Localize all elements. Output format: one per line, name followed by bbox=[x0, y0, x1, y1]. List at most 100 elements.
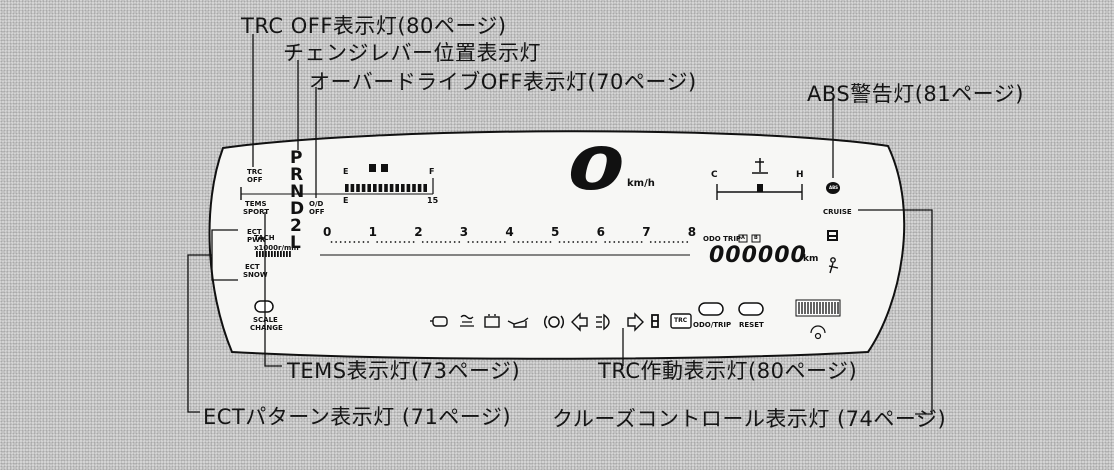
tach-tick bbox=[399, 241, 401, 243]
tach-tick bbox=[549, 241, 552, 243]
callout-trc-active: TRC作動表示灯(80ページ) bbox=[598, 359, 858, 383]
temp-h: H bbox=[796, 170, 804, 180]
tach-number: 5 bbox=[551, 225, 560, 239]
tach-tick bbox=[654, 241, 657, 243]
fuel-bar-segment bbox=[356, 184, 360, 192]
tach-tick bbox=[426, 241, 429, 243]
tach-bar-segment bbox=[277, 251, 279, 257]
battery-icon bbox=[484, 314, 500, 328]
callout-abs-warning: ABS警告灯(81ページ) bbox=[807, 82, 1024, 106]
tach-bar-segment bbox=[256, 251, 258, 257]
odo-box-b bbox=[751, 234, 761, 243]
engine-check-icon bbox=[430, 316, 448, 327]
oil-pressure-icon bbox=[507, 317, 529, 328]
leader-tems bbox=[264, 212, 282, 367]
tach-tick bbox=[435, 241, 438, 243]
tach-tick bbox=[595, 241, 597, 243]
fuel-pump-icon bbox=[369, 164, 376, 172]
tach-tick bbox=[430, 241, 433, 243]
tach-tick bbox=[348, 241, 351, 243]
odo-label: ODO TRIP bbox=[703, 235, 742, 243]
cruise-label: CRUISE bbox=[823, 208, 852, 216]
temp-needle bbox=[757, 184, 763, 192]
trc-indicator-label: TRC bbox=[674, 317, 688, 324]
reset-button-label: RESET bbox=[739, 321, 764, 329]
speed-unit: km/h bbox=[627, 178, 655, 189]
tach-bar-segment bbox=[289, 251, 291, 257]
tach-tick bbox=[608, 241, 611, 243]
tach-tick bbox=[444, 241, 447, 243]
tach-number: 4 bbox=[505, 225, 514, 239]
tach-tick bbox=[421, 241, 424, 243]
tach-tick bbox=[572, 241, 575, 243]
odo-box-a bbox=[738, 234, 748, 243]
reset-button bbox=[738, 302, 764, 316]
tach-tick bbox=[458, 241, 461, 243]
fuel-bar-segment bbox=[406, 184, 411, 192]
tach-tick bbox=[367, 241, 369, 243]
tach-tick bbox=[472, 241, 474, 243]
fuel-bar-segment bbox=[361, 184, 366, 192]
speed-digit: 0 bbox=[568, 135, 625, 203]
tach-tick bbox=[567, 241, 570, 243]
thumbwheel-ribs bbox=[798, 302, 839, 314]
fuel-pump-icon-2 bbox=[381, 164, 388, 172]
tach-tick bbox=[330, 241, 333, 243]
tach-tick bbox=[389, 241, 392, 243]
fuel-bar-segment bbox=[412, 184, 416, 192]
trc-indicator-box bbox=[670, 313, 692, 329]
scale-change-label-1: SCALE bbox=[253, 316, 278, 324]
scale-change-button bbox=[254, 300, 274, 313]
fuel-bar-segment bbox=[345, 184, 349, 192]
tach-bar-segment bbox=[274, 251, 276, 257]
tach-bar-segment bbox=[259, 251, 261, 257]
fuel-fifteen: 15 bbox=[427, 196, 439, 205]
person-icon bbox=[828, 257, 839, 274]
tach-number: 6 bbox=[596, 225, 605, 239]
fuel-e-top: E bbox=[343, 167, 349, 176]
panel-od-off-label: OFF bbox=[309, 208, 325, 216]
gear-l: L bbox=[290, 233, 301, 253]
tach-tick bbox=[476, 241, 479, 243]
tach-tick bbox=[668, 241, 670, 243]
tach-tick bbox=[449, 241, 452, 243]
tach-tick bbox=[581, 241, 584, 243]
seatbelt-icon bbox=[651, 314, 659, 328]
tach-tick bbox=[517, 241, 520, 243]
tach-bar-segment bbox=[286, 251, 288, 257]
tach-tick bbox=[540, 241, 543, 243]
tach-number: 3 bbox=[459, 225, 469, 239]
tach-scale bbox=[330, 241, 689, 243]
tach-tick bbox=[531, 241, 534, 243]
right-turn-icon bbox=[627, 312, 644, 332]
fuel-e-bottom: E bbox=[343, 196, 349, 205]
glow-plug-icon bbox=[460, 314, 474, 327]
fuel-bar-segment bbox=[417, 184, 422, 192]
tach-tick bbox=[490, 241, 493, 243]
scale-change-label-2: CHANGE bbox=[250, 324, 283, 332]
tach-tick bbox=[362, 241, 365, 243]
tach-tick bbox=[677, 241, 680, 243]
panel-ect-snow-label-2: SNOW bbox=[243, 271, 268, 279]
tach-tick bbox=[672, 241, 675, 243]
tach-tick bbox=[522, 241, 524, 243]
tach-tick bbox=[649, 241, 652, 243]
callout-overdrive-off: オーバードライブOFF表示灯(70ページ) bbox=[309, 70, 697, 94]
tach-tick bbox=[613, 241, 616, 243]
panel-od-label: O/D bbox=[309, 200, 324, 208]
tach-bar-segment bbox=[271, 251, 273, 257]
odo-trip-button bbox=[698, 302, 724, 316]
tach-tick bbox=[394, 241, 397, 243]
odo-box-b-label: B bbox=[754, 235, 758, 241]
leader-ect bbox=[211, 229, 238, 281]
high-beam-icon bbox=[596, 313, 610, 331]
tach-bar-segment bbox=[268, 251, 270, 257]
tach-tick bbox=[499, 241, 502, 243]
panel-ect-pwr-label-2: PWR bbox=[247, 236, 266, 244]
odo-value: 000000 bbox=[709, 243, 807, 268]
seatbelt-lamp bbox=[827, 230, 838, 241]
fuel-bar-segment bbox=[423, 184, 427, 192]
tach-tick bbox=[513, 241, 515, 243]
